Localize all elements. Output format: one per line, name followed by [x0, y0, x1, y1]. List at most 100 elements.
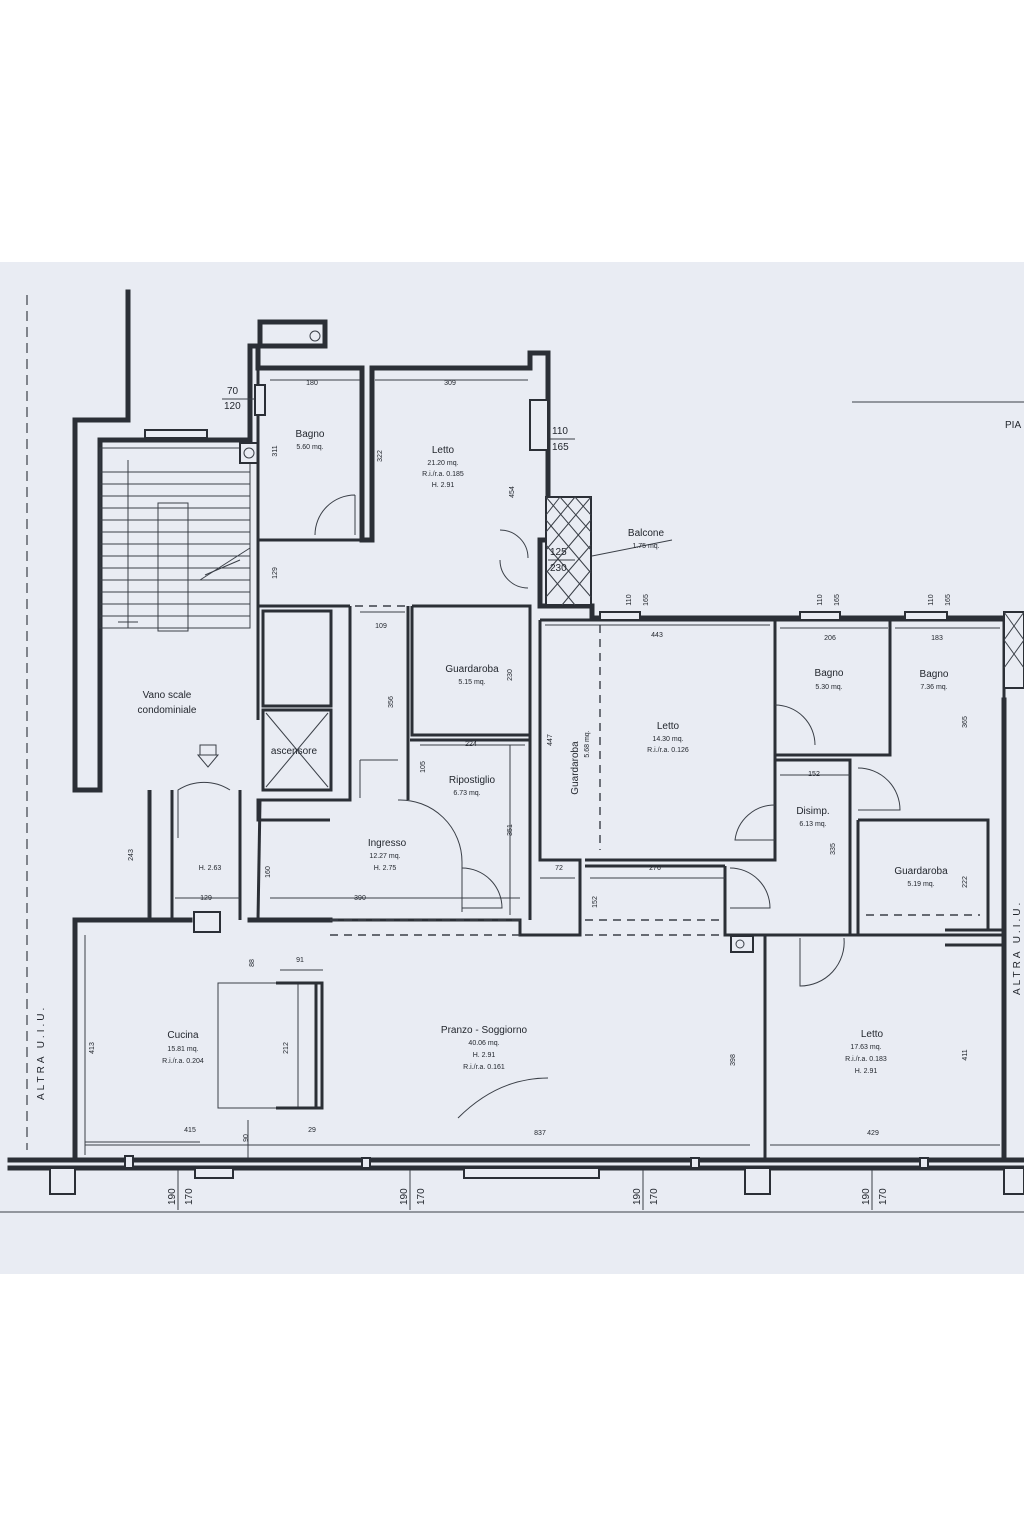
- room-cucina-name: Cucina: [167, 1030, 199, 1041]
- kitchen-counter: [217, 981, 324, 1110]
- room-letto-3-area: 17.63 mq.: [850, 1044, 881, 1051]
- dim-label: 165: [643, 594, 650, 606]
- room-balcone-name: Balcone: [628, 528, 665, 539]
- room-bagno-1-area: 5.60 mq.: [296, 444, 323, 451]
- dim-label: 109: [375, 623, 387, 630]
- room-letto-3-name: Letto: [861, 1029, 884, 1040]
- dim-label: 243: [128, 849, 135, 861]
- room-soggiorno-area: 40.06 mq.: [468, 1040, 499, 1047]
- window-marks: [144, 384, 948, 621]
- room-cucina-ratio: R.i./r.a. 0.204: [162, 1058, 204, 1065]
- room-letto-1-ratio: R.i./r.a. 0.185: [422, 471, 464, 478]
- dim-label: 120: [224, 401, 241, 412]
- room-guardaroba-2-name: Guardaroba: [570, 741, 581, 795]
- dim-label: 29: [308, 1127, 316, 1134]
- dim-label: 411: [962, 1049, 969, 1060]
- dashed-openings: [330, 605, 980, 936]
- dim-label: 390: [354, 895, 366, 902]
- dim-label: 180: [306, 380, 318, 387]
- room-ingresso-name: Ingresso: [368, 838, 407, 849]
- dim-label: 170: [878, 1188, 889, 1205]
- dim-label: 190: [167, 1188, 178, 1205]
- bottom-wall-piers: [49, 1155, 1024, 1195]
- room-guardaroba-1-area: 5.15 mq.: [458, 679, 485, 686]
- room-ascensore-name: ascensore: [271, 746, 318, 757]
- dim-label: 129: [272, 567, 279, 579]
- dim-label: 190: [861, 1188, 872, 1205]
- dim-label: 429: [867, 1130, 879, 1137]
- shaft-box: [730, 935, 754, 953]
- room-letto-1-height: H. 2.91: [432, 482, 455, 489]
- dim-label: 351: [507, 824, 514, 836]
- room-ripostiglio-name: Ripostiglio: [449, 775, 496, 786]
- dim-label: 447: [547, 734, 554, 746]
- dim-label: 322: [377, 450, 384, 462]
- room-soggiorno-ratio: R.i./r.a. 0.161: [463, 1064, 505, 1071]
- room-bagno-2-name: Bagno: [815, 668, 844, 679]
- room-bagno-3-area: 7.36 mq.: [920, 684, 947, 691]
- dim-label: 443: [651, 632, 663, 639]
- dim-label: 70: [227, 386, 239, 397]
- dim-label: 165: [552, 442, 569, 453]
- dim-label: 165: [945, 594, 952, 606]
- room-letto-1-name: Letto: [432, 445, 455, 456]
- dim-label: 88: [249, 959, 256, 967]
- header-label: PIA: [1005, 420, 1021, 431]
- room-guardaroba-3-area: 5.19 mq.: [907, 881, 934, 888]
- dim-label: 170: [416, 1188, 427, 1205]
- dimension-labels: 70 120 180 309 110 165 311 322 454 125 2…: [89, 380, 969, 1205]
- dim-label: 365: [962, 716, 969, 728]
- dim-label: 129: [200, 895, 212, 902]
- doors: [177, 494, 901, 987]
- room-guardaroba-2-area: 5.68 mq.: [584, 730, 591, 757]
- dim-label: 160: [265, 866, 272, 878]
- dim-label: 356: [388, 696, 395, 708]
- dim-label: 190: [399, 1188, 410, 1205]
- room-soggiorno-height: H. 2.91: [473, 1052, 496, 1059]
- room-ingresso-height: H. 2.75: [374, 865, 397, 872]
- dim-label: 110: [552, 426, 568, 437]
- dim-label: 152: [592, 896, 599, 908]
- dim-label: 190: [632, 1188, 643, 1205]
- dim-label: 413: [89, 1042, 96, 1054]
- dim-label: 415: [184, 1127, 196, 1134]
- room-small-height: H. 2.63: [199, 865, 222, 872]
- dim-label: 170: [184, 1188, 195, 1205]
- dim-label: 212: [283, 1042, 290, 1054]
- room-bagno-3-name: Bagno: [920, 669, 949, 680]
- dim-label: 230: [550, 563, 567, 574]
- dim-label: 454: [509, 486, 516, 498]
- dim-label: 222: [962, 876, 969, 888]
- room-letto-2-area: 14.30 mq.: [652, 736, 683, 743]
- right-neighbor-label: ALTRA U.I.U.: [1012, 900, 1023, 995]
- dim-label: 90: [243, 1134, 250, 1142]
- room-cucina-area: 15.81 mq.: [167, 1046, 198, 1053]
- dim-label: 837: [534, 1130, 546, 1137]
- room-guardaroba-3-name: Guardaroba: [894, 866, 948, 877]
- dim-label: 224: [465, 741, 477, 748]
- dim-label: 311: [272, 445, 279, 456]
- dim-label: 170: [649, 1188, 660, 1205]
- dim-label: 206: [824, 635, 836, 642]
- room-letto-2-name: Letto: [657, 721, 680, 732]
- dim-label: 309: [444, 380, 456, 387]
- fixture-circle: [309, 330, 321, 342]
- room-ripostiglio-area: 6.73 mq.: [453, 790, 480, 797]
- dim-label: 276: [649, 865, 661, 872]
- elevator-shaft: [265, 712, 329, 788]
- room-letto-3-height: H. 2.91: [855, 1068, 878, 1075]
- room-disimp-name: Disimp.: [796, 806, 829, 817]
- stairwell: [99, 442, 259, 768]
- dim-label: 125: [550, 547, 567, 558]
- dim-label: 72: [555, 865, 563, 872]
- room-vano-scale-line-2: condominiale: [138, 705, 197, 716]
- room-vano-scale-line-1: Vano scale: [143, 690, 192, 701]
- dim-label: 183: [931, 635, 943, 642]
- pencil-mark: [457, 1077, 549, 1119]
- room-letto-2-ratio: R.i./r.a. 0.126: [647, 747, 689, 754]
- dim-label: 110: [817, 594, 824, 605]
- room-balcone-area: 1.75 mq.: [632, 543, 659, 550]
- dim-label: 152: [808, 771, 820, 778]
